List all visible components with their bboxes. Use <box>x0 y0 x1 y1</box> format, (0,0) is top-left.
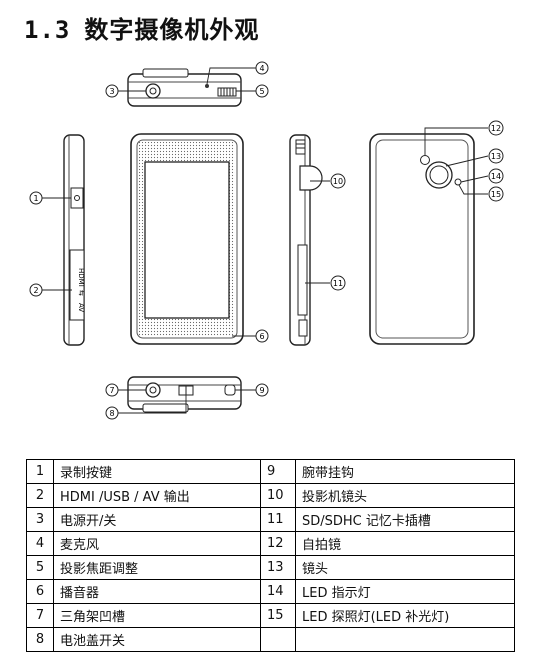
callout-1: 1 <box>29 191 43 205</box>
part-number: 6 <box>26 579 54 604</box>
part-label: LED 探照灯(LED 补光灯) <box>295 603 515 628</box>
part-label: 电池盖开关 <box>53 627 261 652</box>
part-number: 14 <box>260 579 296 604</box>
part-label: HDMI /USB / AV 输出 <box>53 483 261 508</box>
svg-text:4: 4 <box>259 64 264 73</box>
av-port-label: AV <box>77 303 85 312</box>
part-label: 麦克风 <box>53 531 261 556</box>
part-label: 自拍镜 <box>295 531 515 556</box>
part-number: 2 <box>26 483 54 508</box>
right-side-view <box>289 134 323 346</box>
left-side-view: HDMI ⇆ AV <box>63 134 85 346</box>
svg-text:14: 14 <box>491 172 501 181</box>
part-label: 电源开/关 <box>53 507 261 532</box>
callout-2: 2 <box>29 283 43 297</box>
callout-leaders <box>42 67 489 414</box>
callout-4: 4 <box>255 61 269 75</box>
callout-10: 10 <box>330 173 346 189</box>
svg-text:15: 15 <box>491 190 501 199</box>
front-view <box>130 133 244 345</box>
part-number <box>260 627 296 652</box>
callout-11: 11 <box>330 275 346 291</box>
part-label: SD/SDHC 记忆卡插槽 <box>295 507 515 532</box>
part-number: 5 <box>26 555 54 580</box>
part-number: 12 <box>260 531 296 556</box>
svg-text:1: 1 <box>33 194 38 203</box>
svg-text:8: 8 <box>109 409 114 418</box>
part-number: 4 <box>26 531 54 556</box>
part-number: 8 <box>26 627 54 652</box>
part-number: 9 <box>260 459 296 484</box>
svg-text:7: 7 <box>109 386 114 395</box>
part-label: 腕带挂钩 <box>295 459 515 484</box>
part-label <box>295 627 515 652</box>
part-label: 播音器 <box>53 579 261 604</box>
section-heading: 1.3 数字摄像机外观 <box>24 10 259 45</box>
part-label: LED 指示灯 <box>295 579 515 604</box>
part-label: 投影机镜头 <box>295 483 515 508</box>
part-label: 三角架凹槽 <box>53 603 261 628</box>
callout-6: 6 <box>255 329 269 343</box>
part-label: 投影焦距调整 <box>53 555 261 580</box>
svg-text:9: 9 <box>259 386 264 395</box>
part-number: 10 <box>260 483 296 508</box>
svg-text:12: 12 <box>491 124 501 133</box>
part-number: 1 <box>26 459 54 484</box>
section-title: 数字摄像机外观 <box>84 16 260 44</box>
part-label: 录制按键 <box>53 459 261 484</box>
callout-9: 9 <box>255 383 269 397</box>
part-number: 11 <box>260 507 296 532</box>
svg-text:13: 13 <box>491 152 501 161</box>
svg-text:2: 2 <box>33 286 38 295</box>
section-number: 1.3 <box>24 16 71 44</box>
svg-text:5: 5 <box>259 87 264 96</box>
part-number: 15 <box>260 603 296 628</box>
svg-text:10: 10 <box>333 177 343 186</box>
callout-3: 3 <box>105 84 119 98</box>
callout-12: 12 <box>488 120 504 136</box>
back-view <box>369 133 475 345</box>
bottom-view <box>127 376 242 413</box>
callout-15: 15 <box>488 186 504 202</box>
part-number: 7 <box>26 603 54 628</box>
camera-diagram: HDMI ⇆ AV <box>29 61 504 420</box>
callout-14: 14 <box>488 168 504 184</box>
callouts: 1 2 3 4 5 6 7 8 9 10 11 12 13 14 15 <box>29 61 504 420</box>
part-number: 13 <box>260 555 296 580</box>
top-view <box>127 68 242 107</box>
svg-text:6: 6 <box>259 332 264 341</box>
usb-port-label: ⇆ <box>77 290 85 296</box>
callout-8: 8 <box>105 406 119 420</box>
callout-7: 7 <box>105 383 119 397</box>
part-number: 3 <box>26 507 54 532</box>
svg-text:11: 11 <box>333 279 343 288</box>
svg-text:3: 3 <box>109 87 114 96</box>
hdmi-port-label: HDMI <box>77 268 85 287</box>
callout-13: 13 <box>488 148 504 164</box>
part-label: 镜头 <box>295 555 515 580</box>
callout-5: 5 <box>255 84 269 98</box>
